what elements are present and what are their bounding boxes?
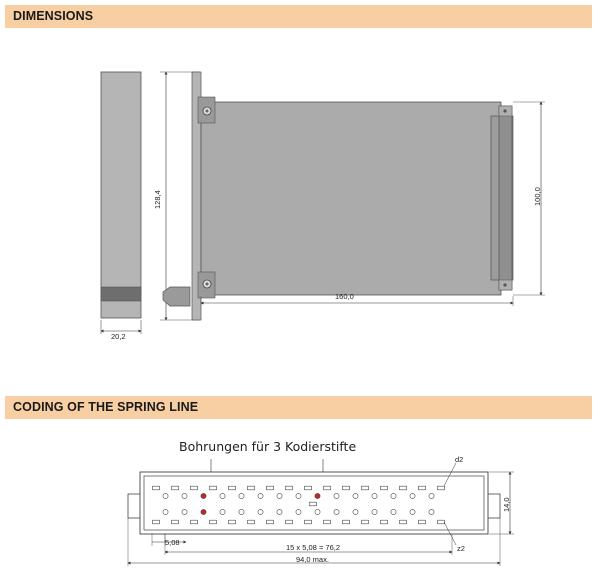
dimension-height-total: 128,4 — [153, 190, 162, 209]
contact-slot — [361, 485, 369, 491]
contact-hole — [257, 509, 264, 515]
section-header-dimensions: DIMENSIONS — [5, 5, 592, 28]
contact-slot — [361, 519, 369, 525]
dimension-pitch: 5,08 — [165, 538, 180, 547]
contact-hole — [219, 493, 226, 499]
dimension-total-width: 94,0 max. — [296, 555, 329, 564]
contact-slot — [323, 519, 331, 525]
contact-slot — [304, 519, 312, 525]
contact-slot — [190, 485, 198, 491]
contact-hole — [390, 493, 397, 499]
contact-slot — [323, 485, 331, 491]
contact-slot — [171, 519, 179, 525]
contact-hole — [428, 493, 435, 499]
board-assembly-view — [160, 71, 545, 321]
contact-hole — [257, 493, 264, 499]
contact-slot — [380, 485, 388, 491]
contact-slot — [342, 485, 350, 491]
contact-hole — [390, 509, 397, 515]
front-panel-side-view — [100, 71, 142, 334]
contact-hole — [371, 509, 378, 515]
contact-hole — [295, 493, 302, 499]
row-label-bottom: z2 — [457, 544, 465, 553]
coding-pin-hole — [200, 493, 207, 499]
contact-hole — [276, 509, 283, 515]
contact-hole — [238, 509, 245, 515]
contact-slot — [266, 485, 274, 491]
dimension-board-length: 160,0 — [335, 292, 354, 301]
contact-hole — [162, 493, 169, 499]
dimension-board-height: 100,0 — [533, 187, 542, 206]
contact-hole — [162, 509, 169, 515]
coding-pin-hole — [314, 493, 321, 499]
contact-hole — [181, 493, 188, 499]
contact-hole — [428, 509, 435, 515]
contact-slot — [209, 485, 217, 491]
contact-slot — [247, 519, 255, 525]
contact-hole — [295, 509, 302, 515]
contact-hole — [276, 493, 283, 499]
contact-slot — [228, 519, 236, 525]
contact-hole — [314, 509, 321, 515]
dimension-coding-height: 14,0 — [502, 497, 511, 512]
contact-slot — [209, 519, 217, 525]
contact-slot — [399, 519, 407, 525]
contact-slot — [418, 519, 426, 525]
section-header-coding: CODING OF THE SPRING LINE — [5, 396, 592, 419]
contact-slot — [437, 519, 445, 525]
contact-hole — [219, 509, 226, 515]
contact-slot — [285, 519, 293, 525]
contact-hole — [352, 493, 359, 499]
contact-slot — [228, 485, 236, 491]
section-title-dimensions: DIMENSIONS — [13, 9, 94, 23]
contact-hole — [409, 509, 416, 515]
contact-slot — [399, 485, 407, 491]
contact-slot — [152, 485, 160, 491]
contact-hole — [333, 509, 340, 515]
contact-hole — [333, 493, 340, 499]
contact-slot — [437, 485, 445, 491]
coding-pin-hole — [200, 509, 207, 515]
contact-slot — [309, 501, 317, 507]
contact-slot — [380, 519, 388, 525]
dimension-width: 20,2 — [111, 332, 126, 341]
contact-slot — [190, 519, 198, 525]
contact-slot — [247, 485, 255, 491]
contact-slot — [304, 485, 312, 491]
contact-slot — [171, 485, 179, 491]
dimension-span: 15 x 5,08 = 76,2 — [286, 543, 340, 552]
contact-hole — [371, 493, 378, 499]
contact-hole — [352, 509, 359, 515]
contact-slot — [342, 519, 350, 525]
contact-hole — [409, 493, 416, 499]
contact-slot — [266, 519, 274, 525]
section-title-coding: CODING OF THE SPRING LINE — [13, 400, 199, 414]
contact-hole — [238, 493, 245, 499]
coding-caption: Bohrungen für 3 Kodierstifte — [179, 439, 356, 454]
row-label-top: d2 — [455, 455, 463, 464]
contact-slot — [418, 485, 426, 491]
contact-slot — [152, 519, 160, 525]
contact-hole — [181, 509, 188, 515]
connector-pins — [152, 485, 445, 525]
contact-slot — [285, 485, 293, 491]
